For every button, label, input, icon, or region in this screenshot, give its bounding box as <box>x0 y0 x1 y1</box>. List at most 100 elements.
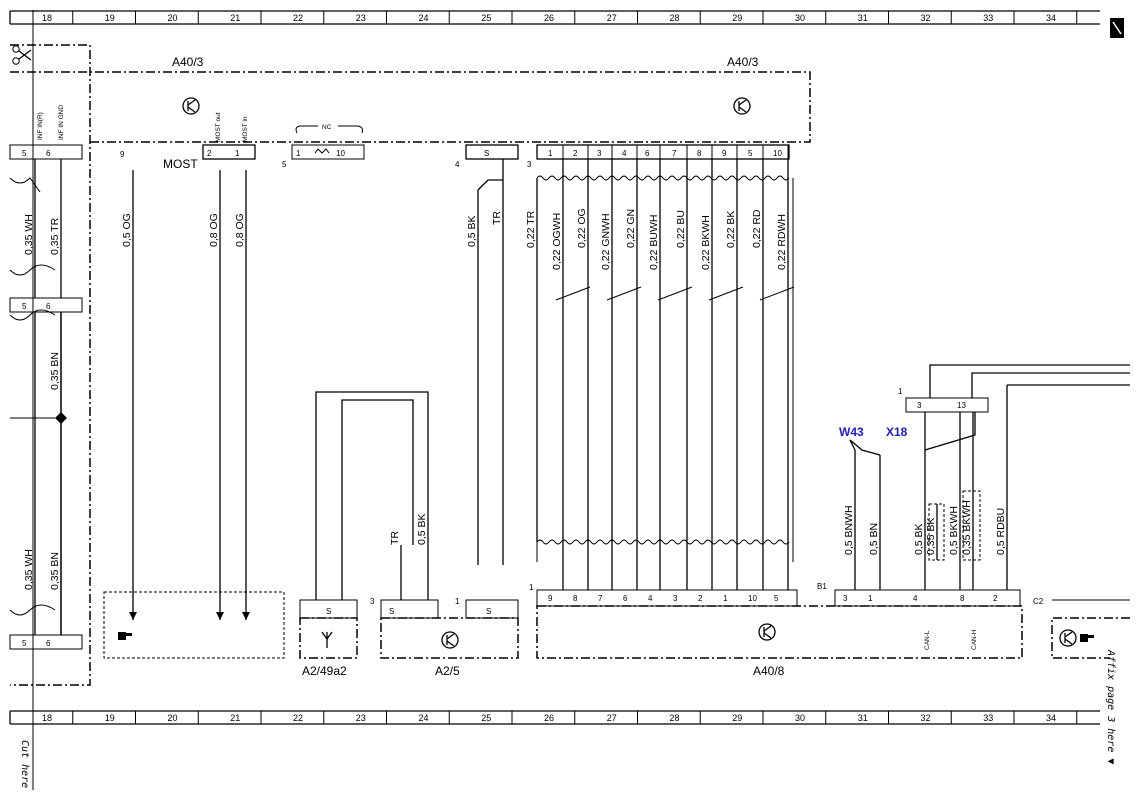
connector-number: 5 <box>282 160 287 169</box>
wire-label: TR <box>389 531 401 545</box>
pin-label: 10 <box>773 149 782 158</box>
transistor-icon <box>758 623 776 641</box>
wire-label: 0,5 BK <box>913 523 925 555</box>
a2-5-label: A2/5 <box>435 664 460 678</box>
grid-column-label: 33 <box>983 713 993 723</box>
grid-column-label: 34 <box>1046 13 1056 23</box>
pin-label: 2 <box>573 149 578 158</box>
pin-label: 1 <box>235 149 240 158</box>
wire-label: 0,5 RDBU <box>995 508 1007 555</box>
pin-label: 1 <box>723 594 728 603</box>
shield-pin: S <box>486 607 491 616</box>
wire-label: 0,22 OGWH <box>551 213 563 270</box>
grid-column-label: 22 <box>293 13 303 23</box>
c2-label: C2 <box>1033 597 1044 606</box>
twisted-pair-marks <box>555 286 795 301</box>
pin-label: 1 <box>868 594 873 603</box>
grid-column-label: 24 <box>419 13 429 23</box>
wire-label: 0,22 OG <box>576 208 588 248</box>
grid-column-label: 18 <box>42 713 52 723</box>
splice-point <box>55 412 67 424</box>
c2-box <box>1051 617 1130 659</box>
pin-label: 2 <box>993 594 998 603</box>
pin-label: 7 <box>672 149 677 158</box>
wire-label: 0,8 OG <box>234 213 246 247</box>
connector-number: 1 <box>898 387 903 396</box>
shield-pin: S <box>484 149 489 158</box>
wire-label: 0,5 BK <box>416 513 428 545</box>
routing-wire <box>315 391 429 600</box>
connector-number: 3 <box>527 160 532 169</box>
wire-label: 0,5 BN <box>868 523 880 555</box>
wire-label: 0,35 BN <box>49 552 61 590</box>
routing-wire <box>849 439 881 456</box>
most-connector <box>202 144 256 160</box>
hand-pointer-icon <box>118 632 132 640</box>
grid-column-label: 26 <box>544 13 554 23</box>
routing-wire <box>924 412 976 451</box>
wire-label: 0,35 TR <box>49 217 61 255</box>
grid-column-label: 23 <box>356 13 366 23</box>
routing-wire <box>971 372 1130 398</box>
wire-label: 0,35 BK <box>925 518 937 555</box>
inf-in-r-label: INF IN(R) <box>37 112 44 140</box>
transistor-icon <box>1059 629 1077 647</box>
grid-column-label: 27 <box>607 713 617 723</box>
wire-label: 0,35 BN <box>49 352 61 390</box>
wire-arrow <box>242 612 250 620</box>
connector-number: 3 <box>370 597 375 606</box>
grid-column-label: 34 <box>1046 713 1056 723</box>
grid-column-label: 29 <box>732 713 742 723</box>
left-wave <box>9 309 56 321</box>
wire-label: 0,22 TR <box>525 210 537 248</box>
pin-label: 3 <box>917 401 922 410</box>
wire-label: 0,35 BKWH <box>961 500 973 555</box>
a2-49a2-box <box>299 617 358 659</box>
pin-label: 1 <box>296 149 301 158</box>
wire-label: 0,22 RD <box>751 209 763 248</box>
grid-column-label: 30 <box>795 13 805 23</box>
grid-column-label: 29 <box>732 13 742 23</box>
wire-label: 0,22 BKWH <box>700 215 712 270</box>
wire-label: 0,5 OG <box>121 213 133 247</box>
grid-column-label: 20 <box>168 13 178 23</box>
pin-label: 7 <box>598 594 603 603</box>
left-connector-bottom <box>9 634 83 650</box>
grid-column-label: 19 <box>105 713 115 723</box>
pin-label: 6 <box>46 149 51 158</box>
wire-label: 0,22 BK <box>725 211 737 248</box>
wire-label: 0,22 GN <box>625 209 637 248</box>
pin-label: 9 <box>120 150 125 159</box>
pin-label: 8 <box>573 594 578 603</box>
affix-page-note: Affix page 3 here ▼ <box>1105 649 1116 764</box>
pin-label: 5 <box>748 149 753 158</box>
x18-label: X18 <box>886 425 908 439</box>
b1-connector <box>834 589 1021 607</box>
pin-label: 6 <box>623 594 628 603</box>
wire-label: 0,22 RDWH <box>776 214 788 270</box>
can-h-twist-bracket <box>962 490 981 561</box>
most-out-label: MOST out <box>215 112 222 142</box>
b1-label: B1 <box>817 582 827 591</box>
w43-label: W43 <box>839 425 864 439</box>
grid-column-label: 25 <box>481 713 491 723</box>
connector-number: 1 <box>455 597 460 606</box>
wire-label: 0,22 GNWH <box>600 213 612 270</box>
hand-pointer-icon <box>1080 634 1094 642</box>
pin-label: 5 <box>774 594 779 603</box>
left-wave <box>9 604 56 616</box>
pin-label: 9 <box>722 149 727 158</box>
left-enclosure <box>10 44 91 686</box>
page-tab-icon <box>1110 18 1124 38</box>
pin-label: 2 <box>698 594 703 603</box>
grid-column-label: 24 <box>419 713 429 723</box>
can-l-twist-bracket <box>928 503 945 561</box>
wire-label: 0,8 OG <box>208 213 220 247</box>
routing-wire <box>477 179 503 191</box>
wire-label: 0,35 WH <box>23 549 35 590</box>
wire-label: TR <box>491 211 503 225</box>
pin-label: 3 <box>843 594 848 603</box>
grid-column-label: 21 <box>230 713 240 723</box>
nc-bracket <box>295 125 363 134</box>
can-l-label: CAN-L <box>924 630 931 650</box>
